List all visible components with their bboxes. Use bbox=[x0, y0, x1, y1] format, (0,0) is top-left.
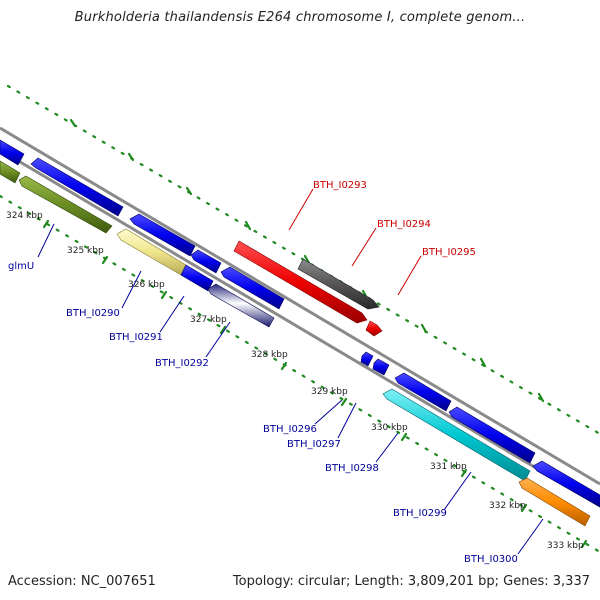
scale-label: 333 kbp bbox=[547, 541, 584, 551]
gene-label[interactable]: glmU bbox=[8, 261, 34, 272]
gene-label[interactable]: BTH_I0291 bbox=[109, 332, 163, 343]
gene-arrow[interactable] bbox=[0, 160, 21, 184]
gene-label[interactable]: BTH_I0300 bbox=[464, 554, 518, 565]
gene-arrow[interactable] bbox=[180, 264, 214, 292]
gene-arrow[interactable] bbox=[394, 372, 452, 412]
scale-label: 327 kbp bbox=[190, 315, 227, 325]
scale-label: 330 kbp bbox=[371, 423, 408, 433]
outer-major-ticks bbox=[69, 118, 545, 403]
gene-arrow[interactable] bbox=[0, 139, 25, 166]
gene-arrow[interactable] bbox=[372, 358, 390, 376]
gene-label[interactable]: BTH_I0296 bbox=[263, 424, 317, 435]
gene-arrow[interactable] bbox=[207, 283, 275, 328]
gene-labels: BTH_I0293 BTH_I0294 BTH_I0295 glmU BTH_I… bbox=[8, 180, 518, 565]
label-leaders bbox=[37, 188, 544, 555]
gene-arrow[interactable] bbox=[448, 406, 536, 464]
gene-arrow[interactable] bbox=[532, 460, 600, 508]
scale-label: 324 kbp bbox=[6, 211, 43, 221]
accession-text: Accession: NC_007651 bbox=[8, 574, 156, 589]
scale-label: 326 kbp bbox=[128, 280, 165, 290]
map-title: Burkholderia thailandensis E264 chromoso… bbox=[74, 10, 526, 25]
gene-arrow[interactable] bbox=[518, 477, 591, 527]
gene-arrow[interactable] bbox=[190, 249, 222, 274]
gene-arrow[interactable] bbox=[220, 266, 285, 310]
gene-label[interactable]: BTH_I0292 bbox=[155, 358, 209, 369]
scale-label: 328 kbp bbox=[251, 350, 288, 360]
gene-label[interactable]: BTH_I0293 bbox=[313, 180, 367, 191]
gene-label[interactable]: BTH_I0298 bbox=[325, 463, 379, 474]
gene-label[interactable]: BTH_I0297 bbox=[287, 439, 341, 450]
scale-labels: 324 kbp 325 kbp 326 kbp 327 kbp 328 kbp … bbox=[6, 211, 584, 551]
gene-arrow[interactable] bbox=[233, 240, 368, 324]
scale-label: 331 kbp bbox=[430, 462, 467, 472]
gene-arrow[interactable] bbox=[116, 228, 187, 276]
gene-arrow[interactable] bbox=[382, 388, 531, 482]
gene-arrow[interactable] bbox=[30, 157, 124, 217]
gene-arrow[interactable] bbox=[297, 258, 380, 310]
gene-arrow[interactable] bbox=[129, 213, 196, 257]
backbone-inner-line bbox=[0, 148, 600, 508]
gene-arrow[interactable] bbox=[365, 320, 383, 337]
scale-label: 329 kbp bbox=[311, 387, 348, 397]
genome-summary-text: Topology: circular; Length: 3,809,201 bp… bbox=[232, 574, 590, 589]
gene-label[interactable]: BTH_I0295 bbox=[422, 247, 476, 258]
scale-label: 325 kbp bbox=[67, 246, 104, 256]
gene-features bbox=[0, 139, 600, 527]
inner-major-ticks bbox=[42, 219, 588, 549]
gene-arrow[interactable] bbox=[360, 351, 374, 367]
gene-label[interactable]: BTH_I0294 bbox=[377, 219, 431, 230]
gene-label[interactable]: BTH_I0290 bbox=[66, 308, 120, 319]
backbone-outer-line bbox=[0, 126, 600, 486]
scale-label: 332 kbp bbox=[489, 501, 526, 511]
gene-arrow[interactable] bbox=[18, 175, 113, 234]
gene-label[interactable]: BTH_I0299 bbox=[393, 508, 447, 519]
